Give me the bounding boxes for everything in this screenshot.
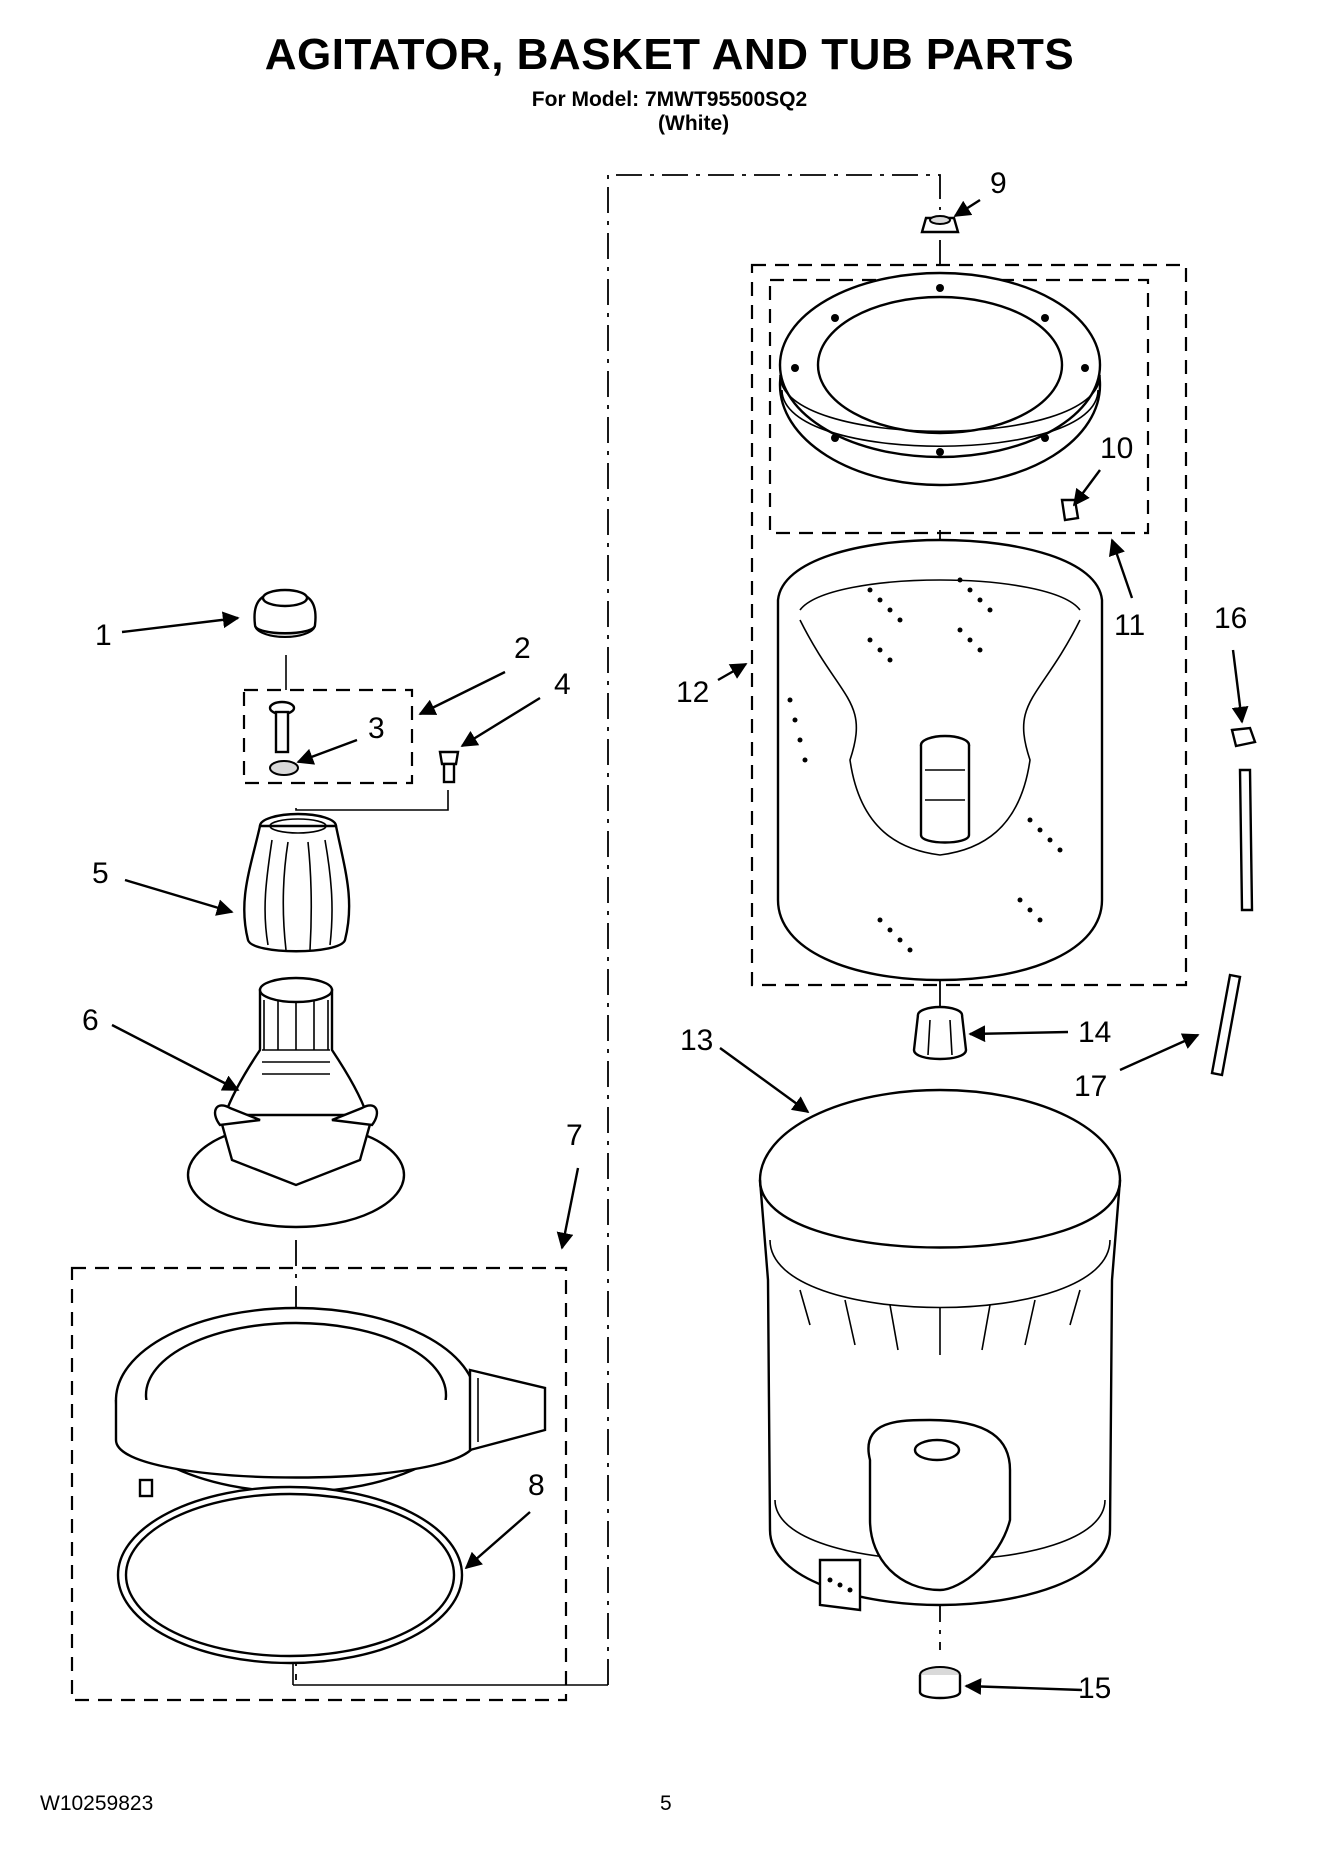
leader-arrows [111,198,1249,1695]
spin-basket-part [776,538,1104,982]
callout-13: 13 [680,1024,713,1057]
page-title: AGITATOR, BASKET AND TUB PARTS [264,30,1075,79]
callout-9: 9 [990,167,1007,200]
callout-7: 7 [566,1119,583,1152]
bolt-washer-part [268,700,299,776]
callout-2: 2 [514,632,531,665]
outer-tub-part [758,1088,1122,1612]
callout-15: 15 [1078,1672,1111,1705]
agitator-base-part [186,976,406,1229]
callout-6: 6 [82,1004,99,1037]
callout-17: 17 [1074,1070,1107,1103]
callout-labels: 1 2 3 4 5 6 7 8 9 10 11 12 13 14 15 16 1… [82,167,1247,1705]
callout-11: 11 [1114,609,1145,642]
basket-hub-part [912,1005,968,1061]
callout-3: 3 [368,712,385,745]
color-line: (White) [658,112,730,135]
tub-seal-ring-part [116,1485,464,1665]
screw-part [438,750,460,784]
tub-ring-part [114,1306,547,1523]
callout-5: 5 [92,857,109,890]
page-number: 5 [660,1792,672,1815]
document-id: W10259823 [40,1792,154,1815]
callout-12: 12 [676,676,709,709]
agitator-cap-part [253,588,317,638]
agitator-barrel-part [243,812,351,953]
hose-part [1210,768,1254,1077]
spin-nut-part [920,215,960,234]
callout-8: 8 [528,1469,545,1502]
group-box-7 [70,1266,568,1702]
callout-1: 1 [95,619,112,652]
callout-10: 10 [1100,432,1133,465]
group-box-2 [242,688,414,785]
group-box-12 [750,263,1188,987]
callout-14: 14 [1078,1016,1111,1049]
drain-seal-part [918,1666,962,1700]
callout-4: 4 [554,668,571,701]
callout-16: 16 [1214,602,1247,635]
model-line: For Model: 7MWT95500SQ2 [531,88,808,111]
hose-clamp-part [1230,726,1257,748]
balance-ring-part [778,271,1102,487]
